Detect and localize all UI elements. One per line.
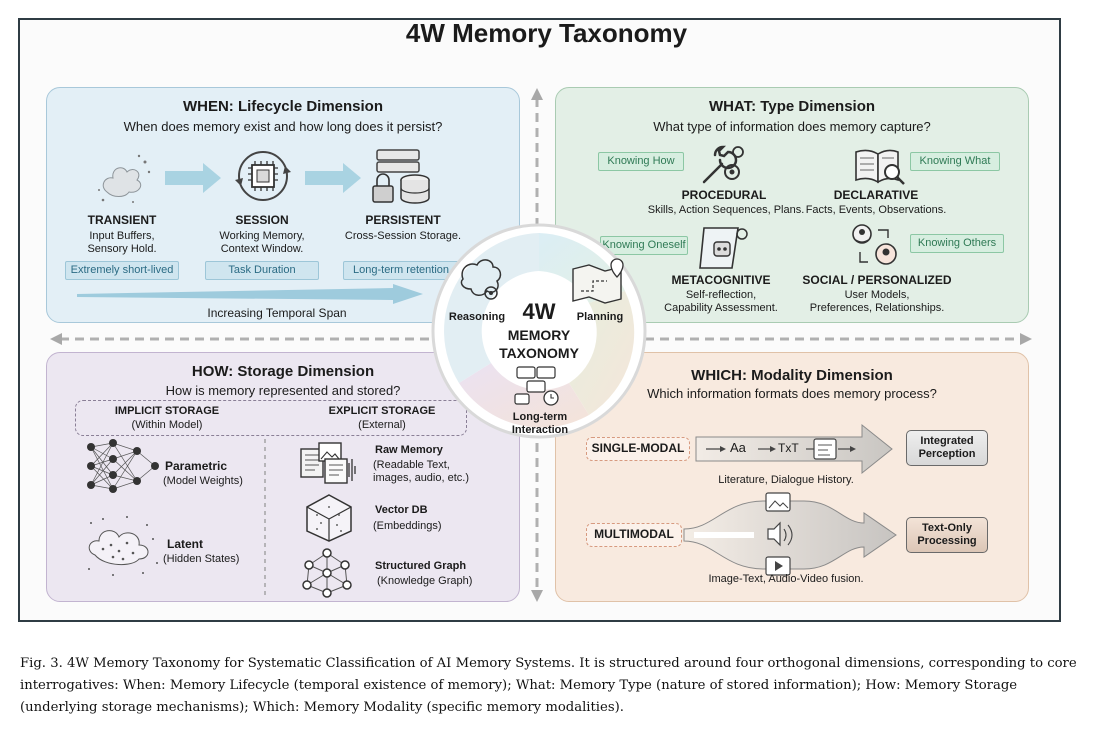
- how-subtitle: How is memory represented and stored?: [165, 383, 401, 398]
- vector-db-label: Vector DB: [375, 504, 428, 516]
- neural-network-icon: [87, 439, 159, 493]
- social-desc-1: User Models,: [844, 289, 910, 301]
- session-desc-2: Context Window.: [220, 243, 304, 255]
- explicit-storage-title: EXPLICIT STORAGE: [328, 405, 436, 417]
- wrench-gear-icon: [702, 145, 744, 184]
- which-quadrant: WHICH: Modality Dimension Which informat…: [555, 352, 1029, 602]
- book-magnifier-icon: [855, 149, 905, 185]
- knowing-others-tag: Knowing Others: [910, 234, 1004, 253]
- knowing-what-tag: Knowing What: [910, 152, 1000, 171]
- explicit-storage-sub: (External): [358, 419, 406, 431]
- multimodal-fusion-arrows: [683, 492, 897, 576]
- robot-mirror-icon: [699, 227, 748, 269]
- figure-caption: Fig. 3. 4W Memory Taxonomy for Systemati…: [20, 656, 1077, 715]
- transient-desc-2: Sensory Hold.: [87, 243, 157, 255]
- session-chip-icon: [235, 151, 291, 201]
- declarative-desc: Facts, Events, Observations.: [805, 204, 947, 216]
- declarative-label: DECLARATIVE: [833, 188, 919, 202]
- implicit-storage-sub: (Within Model): [131, 419, 203, 431]
- latent-desc: (Hidden States): [163, 553, 240, 565]
- metacognitive-desc-2: Capability Assessment.: [664, 302, 778, 314]
- storage-divider: [264, 439, 266, 599]
- when-title: WHEN: Lifecycle Dimension: [182, 98, 384, 115]
- single-modal-flow-arrow: [695, 423, 893, 475]
- raw-files-icon: [300, 442, 356, 484]
- flow-arrow-icon: [305, 163, 361, 193]
- when-quadrant: WHEN: Lifecycle Dimension When does memo…: [46, 87, 520, 323]
- how-title: HOW: Storage Dimension: [191, 363, 375, 380]
- knowing-how-tag: Knowing How: [598, 152, 684, 171]
- aa-token: Aa: [730, 440, 746, 455]
- knowledge-graph-icon: [302, 548, 352, 598]
- center-interaction-label-2: Interaction: [511, 424, 569, 436]
- multimodal-label: MULTIMODAL: [586, 523, 682, 547]
- integrated-perception-line2: Perception: [918, 448, 976, 460]
- multimodal-desc: Image-Text, Audio-Video fusion.: [708, 573, 864, 585]
- latent-label: Latent: [167, 537, 203, 551]
- session-label: SESSION: [235, 213, 289, 227]
- people-exchange-icon: [852, 224, 897, 265]
- single-modal-label: SINGLE-MODAL: [586, 437, 690, 461]
- metacognitive-label: METACOGNITIVE: [671, 273, 771, 287]
- temporal-span-label: Increasing Temporal Span: [207, 306, 347, 320]
- center-reasoning-label: Reasoning: [448, 311, 506, 323]
- raw-memory-desc-2: images, audio, etc.): [373, 472, 469, 484]
- parametric-label: Parametric: [165, 459, 228, 473]
- which-title: WHICH: Modality Dimension: [691, 367, 893, 384]
- transient-desc-1: Input Buffers,: [89, 230, 155, 242]
- when-subtitle: When does memory exist and how long does…: [123, 119, 443, 134]
- social-desc-2: Preferences, Relationships.: [809, 302, 945, 314]
- transient-smoke-icon: [98, 154, 151, 203]
- persistent-label: PERSISTENT: [365, 213, 441, 227]
- latent-cloud-icon: [88, 516, 158, 576]
- center-interaction-label-1: Long-term: [512, 411, 568, 423]
- center-cycle-disc: [431, 223, 647, 439]
- parametric-desc: (Model Weights): [163, 475, 243, 487]
- integrated-perception-line1: Integrated: [920, 435, 974, 447]
- raw-memory-label: Raw Memory: [375, 444, 443, 456]
- persistent-tag: Long-term retention: [343, 261, 459, 280]
- vector-db-desc: (Embeddings): [373, 520, 442, 532]
- txt-token: TxT: [778, 441, 799, 455]
- structured-graph-desc: (Knowledge Graph): [377, 575, 473, 587]
- storage-type-box: [75, 400, 467, 436]
- single-modal-desc: Literature, Dialogue History.: [718, 474, 854, 486]
- persistent-database-icon: [372, 149, 430, 204]
- transient-tag: Extremely short-lived: [65, 261, 179, 280]
- how-quadrant: HOW: Storage Dimension How is memory rep…: [46, 352, 520, 602]
- implicit-storage-title: IMPLICIT STORAGE: [114, 405, 220, 417]
- raw-memory-desc-1: (Readable Text,: [373, 459, 450, 471]
- text-only-line1: Text-Only: [922, 522, 972, 534]
- figure-title: 4W Memory Taxonomy: [405, 18, 688, 48]
- session-desc-1: Working Memory,: [219, 230, 305, 242]
- what-title: WHAT: Type Dimension: [708, 98, 876, 115]
- session-tag: Task Duration: [205, 261, 319, 280]
- center-4w: 4W: [522, 299, 556, 324]
- metacognitive-desc-1: Self-reflection,: [685, 289, 757, 301]
- which-subtitle: Which information formats does memory pr…: [647, 386, 937, 401]
- what-subtitle: What type of information does memory cap…: [653, 119, 931, 134]
- structured-graph-label: Structured Graph: [375, 560, 467, 572]
- procedural-desc: Skills, Action Sequences, Plans.: [647, 204, 805, 216]
- flow-arrow-icon: [165, 163, 221, 193]
- center-memory: MEMORY: [507, 327, 571, 343]
- text-only-line2: Processing: [917, 535, 977, 547]
- temporal-span-arrow: [77, 284, 423, 304]
- persistent-desc: Cross-Session Storage.: [344, 230, 462, 242]
- transient-label: TRANSIENT: [87, 213, 157, 227]
- center-taxonomy: TAXONOMY: [499, 345, 579, 361]
- center-planning-label: Planning: [576, 311, 624, 323]
- social-label: SOCIAL / PERSONALIZED: [802, 273, 952, 287]
- vector-cube-icon: [306, 494, 352, 542]
- procedural-label: PROCEDURAL: [681, 188, 767, 202]
